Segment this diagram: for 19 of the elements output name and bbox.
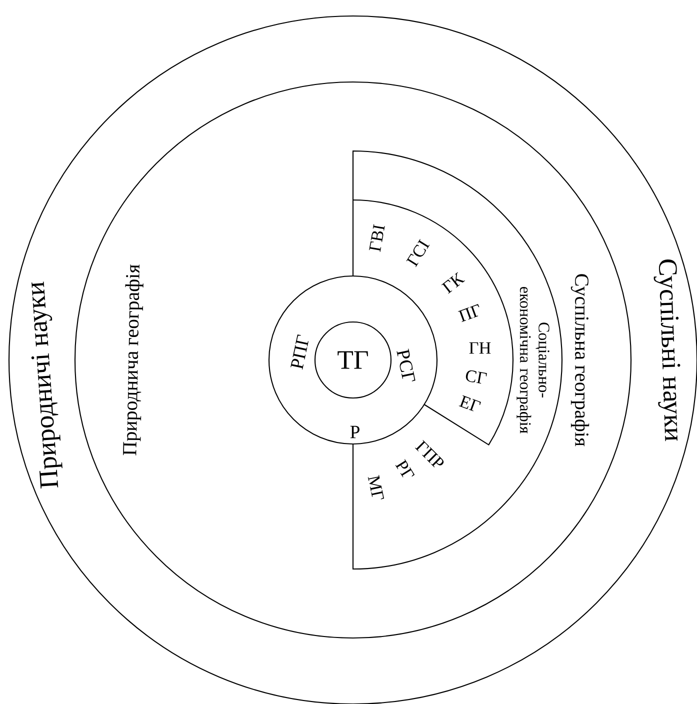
abbreviation-label: ЕГ	[458, 395, 481, 412]
arc-label: РГ	[395, 459, 415, 478]
abbreviation-label: РСГ	[396, 348, 416, 382]
abbreviation-label: Р	[350, 426, 360, 438]
abbreviation-label: СГ	[466, 370, 487, 384]
abbreviation-label: ГВІ	[369, 224, 385, 252]
center-label: ТГ	[338, 351, 368, 369]
arc-label: Соціально-економічна географія	[516, 287, 550, 434]
ring-label: Суспільна географія	[570, 274, 590, 446]
abbreviation-label: ПГ	[458, 304, 480, 322]
arc-label: МГ	[368, 474, 384, 500]
abbreviation-label: ГК	[441, 272, 466, 294]
ring-label: Природничі науки	[31, 282, 62, 489]
ring-label: Суспільні науки	[654, 260, 680, 442]
ring-label: Природнича географія	[123, 264, 144, 456]
arc-label: ГПР	[414, 440, 444, 468]
abbreviation-label: ГСІ	[406, 239, 430, 268]
abbreviation-label: РПГ	[290, 334, 309, 370]
abbreviation-label: ГН	[469, 342, 491, 354]
